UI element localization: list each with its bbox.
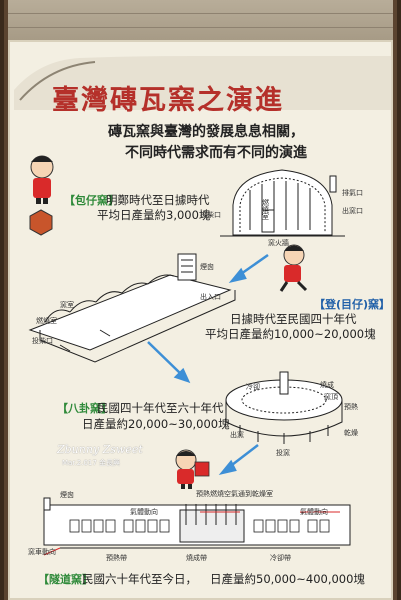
kiln-2-name: 【登(目仔)窯】 [314,298,391,311]
kiln-2-era: 日據時代至民國四十年代 [230,312,357,326]
kiln-4-label-firing-zone: 燒成帶 [186,554,207,562]
mascot-girl-1 [29,155,54,236]
kiln-3-label-load: 投窯 [276,449,290,457]
header-kiln-silhouette [14,56,392,110]
kiln-2-label-entry: 出入口 [200,293,221,301]
kiln-3-label-cooling: 冷卻 [246,383,260,391]
kiln-4-output: 日產量約50,000~400,000塊 [210,572,365,586]
kiln-3-diagram [225,371,343,444]
kiln-2-diagram [28,253,236,363]
kiln-1-label-fuel: 投柴口 [200,211,221,219]
kiln-3-name: 【八卦窯】 [57,402,112,415]
kiln-4-diagram [43,497,351,556]
kiln-1-label-exit: 出窯口 [342,207,363,215]
brick-wall-background [8,0,393,42]
watermark-subtext: Mar.2.017 金長興 [62,459,121,467]
kiln-2-label-chamber: 窯室 [60,301,74,309]
kiln-3-label-unload: 出窯 [230,431,244,439]
kiln-3-label-preheat: 預熱 [344,403,358,411]
kiln-3-era: 民國四十年代至六十年代 [97,401,224,415]
kiln-4-label-cooling-zone: 冷卻帶 [270,554,291,562]
kiln-3-label-roof: 窯頂 [324,393,338,401]
kiln-3-label-firing: 燒成 [320,381,334,389]
kiln-1-output: 平均日產量約3,000塊 [97,208,211,222]
kiln-1-diagram [220,169,345,237]
mascot-girl-2 [279,244,308,292]
kiln-4-name: 【隧道窯】 [38,573,93,586]
kiln-1-label-exhaust: 排氣口 [342,189,363,197]
intro-line-2: 不同時代需求而有不同的演進 [125,145,307,161]
kiln-3-output: 日產量約20,000~30,000塊 [82,417,230,431]
mascot-girl-3 [175,449,210,489]
intro-line-1: 磚瓦窯與臺灣的發展息息相關， [108,124,304,140]
sign-title: 臺灣磚瓦窯之演進 [52,85,284,116]
kiln-1-label-firewall: 窯火牆 [268,239,289,247]
kiln-4-label-preheat-air: 預熱燃燒空氣通到乾燥室 [196,490,273,498]
kiln-4-label-gas-flow-2: 氣體動向 [300,508,328,516]
kiln-2-output: 平均日產量約10,000~20,000塊 [205,327,376,341]
photographer-watermark: Zbunny Zsweet [57,443,143,456]
kiln-4-label-gas-flow-1: 氣體動向 [130,508,158,516]
kiln-2-label-furnace: 燃燒室 [36,317,57,325]
kiln-4-era: 民國六十年代至今日， [82,572,197,586]
kiln-2-label-fuel: 投柴口 [32,337,53,345]
kiln-1-era: 明鄭時代至日據時代 [106,193,210,207]
kiln-3-label-drying: 乾燥 [344,429,358,437]
kiln-4-label-chimney: 煙囪 [60,491,74,499]
kiln-2-label-chimney: 煙囪 [200,263,214,271]
kiln-4-label-preheat-zone: 預熱帶 [106,554,127,562]
progression-arrows [147,253,269,476]
kiln-1-label-furnace: 燃燒室 [262,199,269,221]
kiln-4-label-cart: 窯車動向 [28,548,56,556]
kiln-1-name: 【包仔窯】 [64,194,119,207]
